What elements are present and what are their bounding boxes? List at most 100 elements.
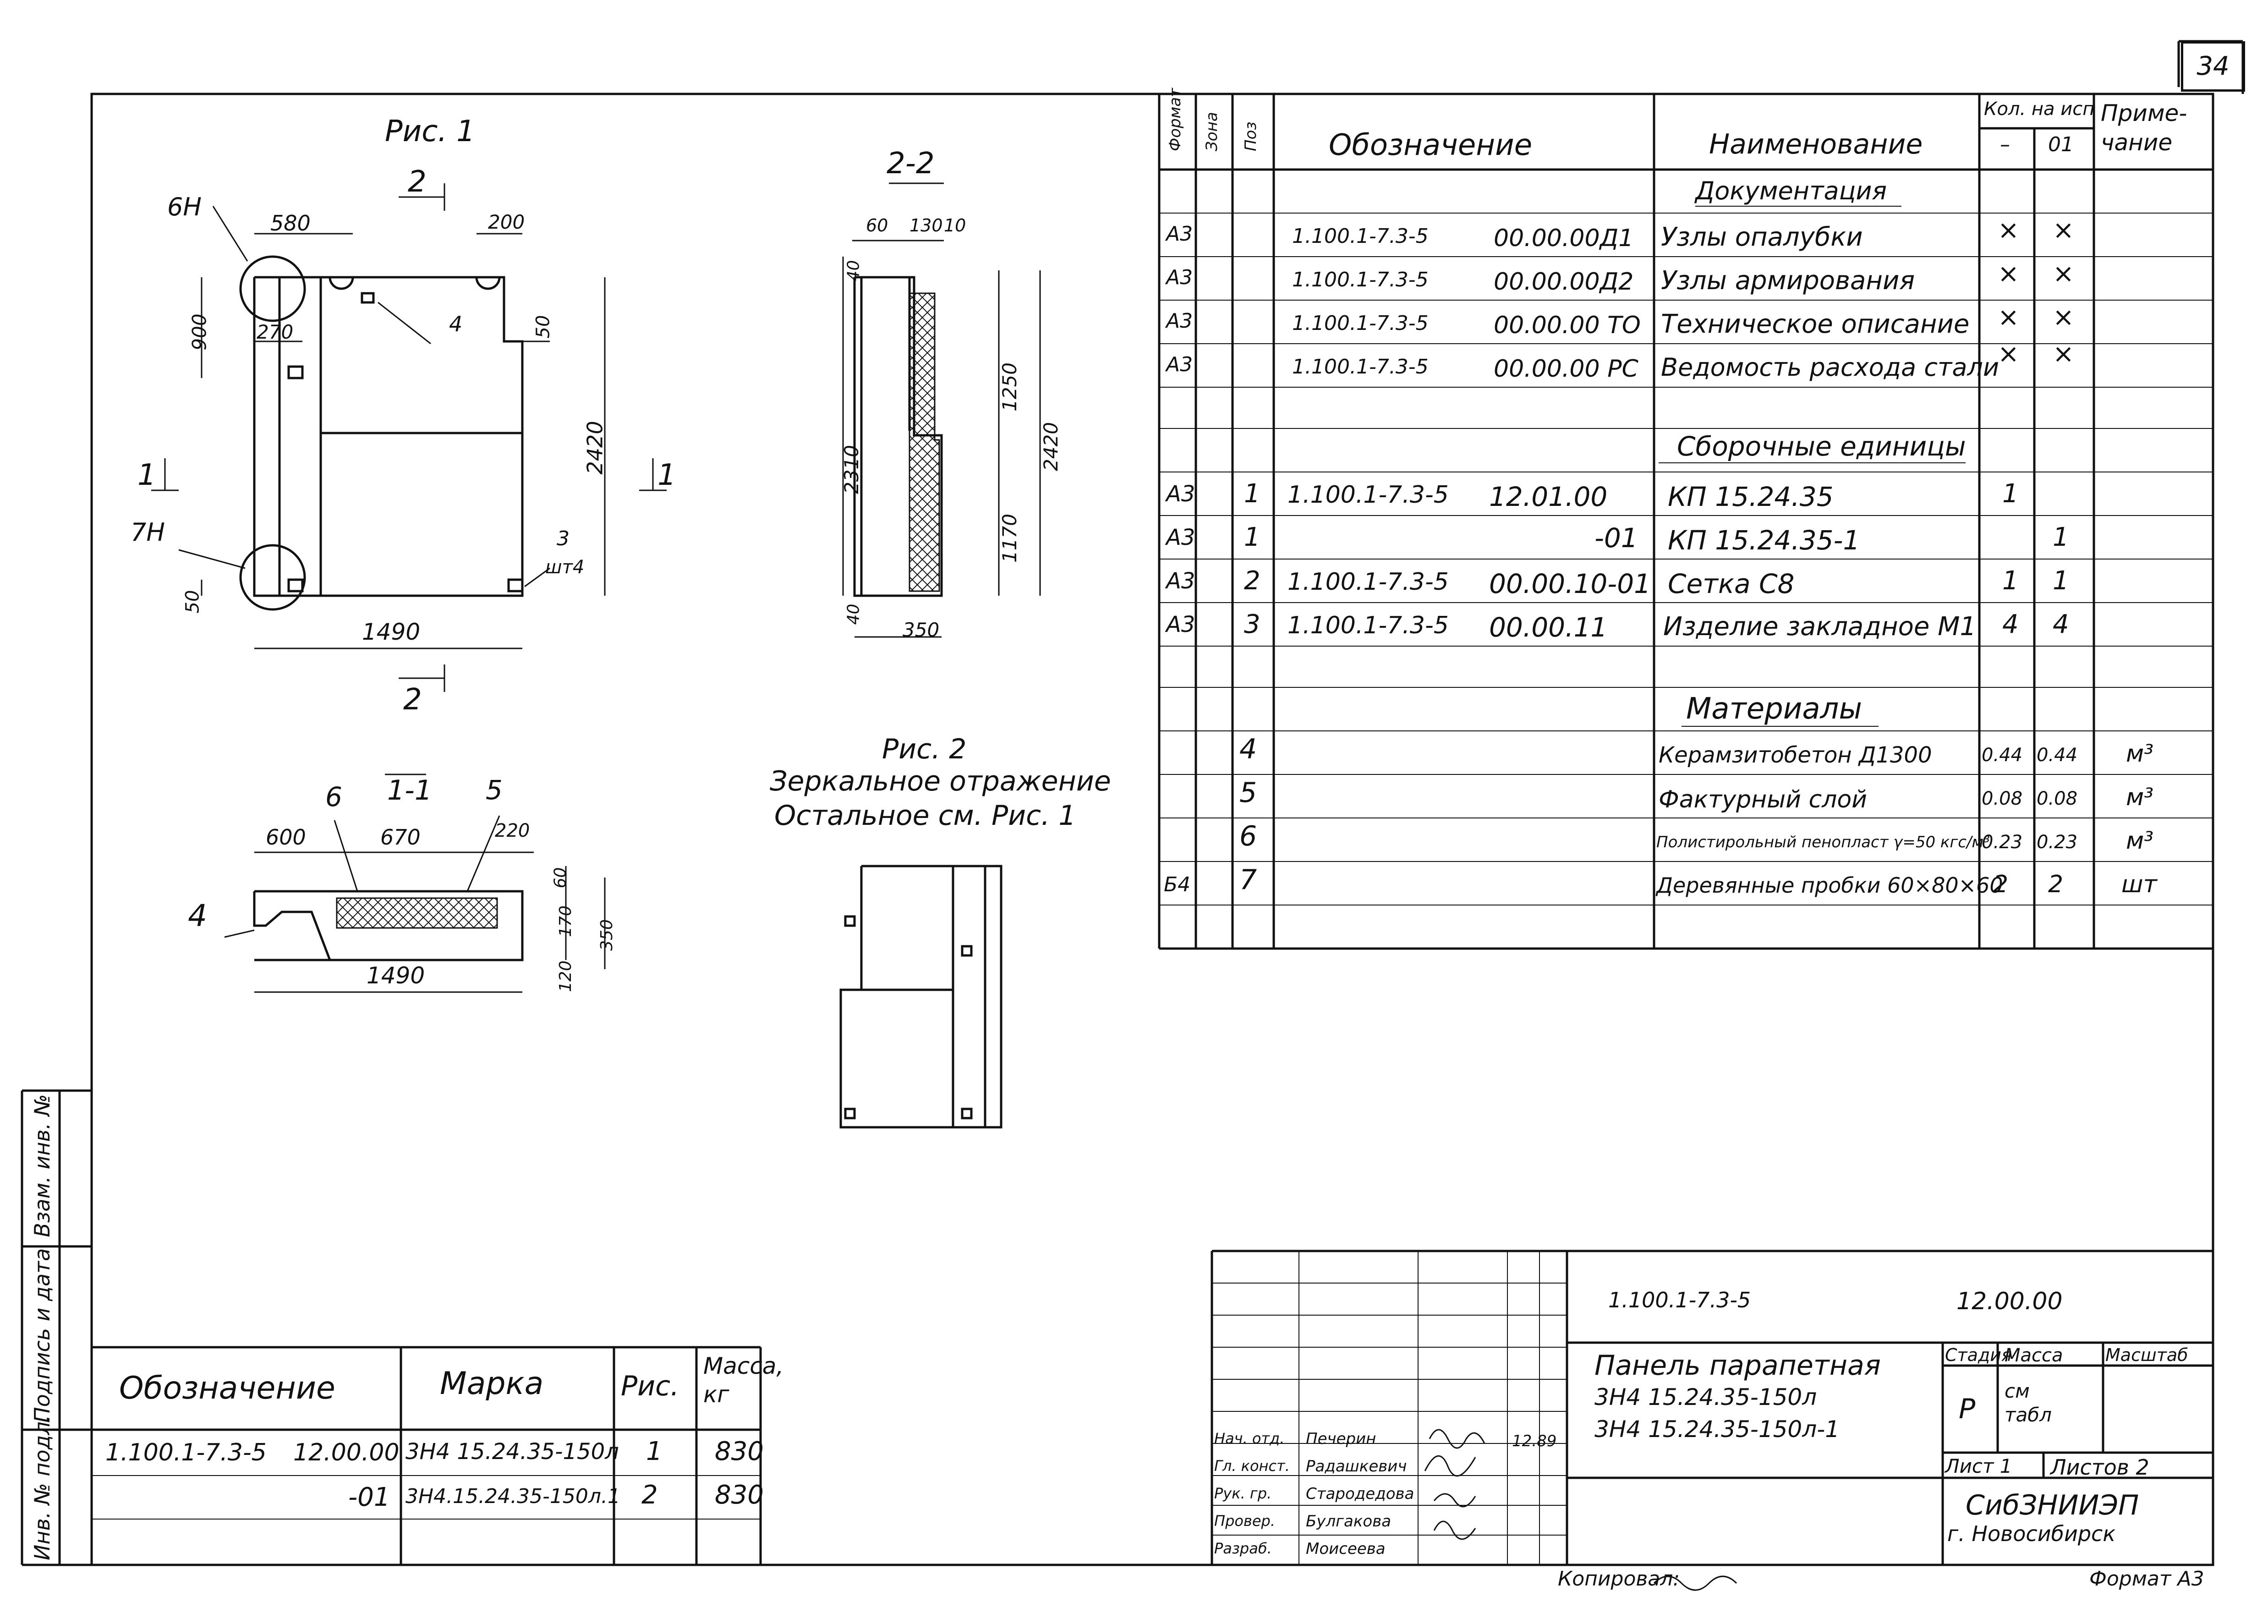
dim-label: 1490 [362,619,421,645]
cell-q2: 1 [2053,522,2069,552]
cell-q2: × [2053,215,2074,245]
title-org: СибЗНИИЭП [1966,1489,2139,1521]
dim-label: 60 [866,215,888,236]
role-name: Радашкевич [1306,1457,1407,1476]
dim-label: 350 [903,619,940,641]
cell-note: м³ [2126,784,2154,811]
cell-q2: 4 [2053,609,2069,639]
cell-q1: × [1998,302,2019,332]
cell-des1: 1.100.1-7.3-5 [1287,568,1449,596]
role-name: Булгакова [1306,1512,1391,1531]
dim-label: 670 [380,825,421,850]
cell-name: КП 15.24.35 [1668,481,1834,512]
dim-label: 60 [551,867,570,889]
cell-des1: 1.100.1-7.3-5 [1292,312,1429,335]
cell-des1: 1.100.1-7.3-5 [1292,225,1429,248]
spec-header-qty: Кол. на исп [1984,99,2095,120]
marks-header-fig: Рис. [621,1370,679,1402]
copied-label: Копировал: [1558,1567,1680,1591]
cell-format: А3 [1166,481,1195,507]
cell-q2: 0.23 [2037,832,2078,853]
cell-q1: 1 [2002,566,2019,596]
title-stage: Р [1959,1393,1976,1425]
section-2-2-insulation [909,292,940,592]
cell-name: Керамзитобетон Д1300 [1659,742,1932,768]
cell-name: Полистирольный пенопласт γ=50 кгс/м³ [1656,833,1990,851]
title-line-2: 3Н4 15.24.35-150л [1594,1384,1817,1410]
cell-mark: 3Н4.15.24.35-150л.1 [405,1485,620,1508]
section-1-1-outline [253,890,524,961]
cell-name: Фактурный слой [1659,786,1867,813]
cell-q1: × [1998,215,2019,245]
spec-section-assemblies: Сборочные единицы [1677,431,1966,462]
dim-label: 50 [182,590,203,614]
spec-header-note: Приме-чание [2101,100,2187,156]
cell-q2: 1 [2053,566,2069,596]
dim-label: 40 [844,604,863,625]
cell-pos: 7 [1239,864,1257,896]
title-code: 1.100.1-7.3-5 [1608,1288,1751,1312]
dim-label: 1490 [367,962,425,989]
cell-des2: 00.00.00Д2 [1494,268,1634,296]
cell-fig: 2 [641,1480,658,1510]
role-name: Моисеева [1306,1540,1386,1558]
dim-label: 200 [488,211,525,233]
pos-label: 6 [325,781,342,812]
fig2-caption-1: Зеркальное отражение [770,765,1111,797]
dim-label: 2420 [582,421,608,475]
margin-podpis: Подпись и дата [30,1248,55,1423]
cut-1-left: 1 [137,458,156,492]
cell-note: м³ [2126,740,2154,768]
cell-des1: 1.100.1-7.3-5 [1292,268,1429,291]
role-name: Печерин [1306,1430,1376,1448]
marks-header-mass: Масса, кг [703,1353,784,1408]
cell-q1: × [1998,259,2019,289]
spec-header-name: Наименование [1709,128,1923,160]
fig2-title: Рис. 2 [882,733,967,765]
role-name: Стародедова [1306,1485,1414,1503]
cell-name: Изделие закладное М1 [1663,612,1977,642]
format-label: Формат А3 [2089,1567,2204,1591]
section-1-1-title: 1-1 [387,774,432,807]
spec-section-materials: Материалы [1686,692,1862,726]
cell-q1: 0.08 [1982,788,2023,809]
dim-label: 10 [944,215,966,236]
cell-q2: 2 [2048,871,2064,898]
title-mass: см табл [2005,1380,2052,1426]
cell-q1: 0.44 [1982,745,2023,766]
cell-des1: 1.100.1-7.3-5 [1292,355,1429,379]
node-6h: 6Н [167,192,202,221]
role-label: Нач. отд. [1214,1430,1285,1447]
cell-des2: 00.00.00 ТО [1494,312,1641,339]
cell-pos: 1 [1244,522,1260,552]
cell-format: А3 [1166,266,1193,289]
cell-name: Узлы армирования [1661,266,1915,296]
cell-note: м³ [2126,827,2154,855]
dim-label: 600 [266,825,306,850]
spec-header-qty-dash: – [2000,133,2010,156]
cell-name: КП 15.24.35-1 [1668,525,1860,556]
title-stage-label: Стадия [1945,1345,2012,1365]
cell-q2: 0.08 [2037,788,2078,809]
title-mass-label: Масса [2005,1345,2063,1366]
cell-q2: × [2053,259,2074,289]
cell-q1: 1 [2002,479,2019,509]
cell-des2: -01 [1594,522,1638,554]
title-scale-label: Масштаб [2105,1345,2188,1365]
title-sheet: Лист 1 [1945,1455,2012,1477]
cell-q2: × [2053,339,2074,369]
cell-q1: 4 [2002,609,2019,639]
cell-format: А3 [1166,612,1195,637]
cell-q2: × [2053,302,2074,332]
role-label: Рук. гр. [1214,1485,1272,1502]
cell-des1: 1.100.1-7.3-5 [1287,612,1449,639]
dim-label: 50 [532,315,554,339]
cell-des2: 00.00.10-01 [1489,568,1651,599]
spec-header-zone: Зона [1203,112,1221,151]
cell-des2: 12.00.00 [293,1439,400,1466]
cell-des2: 12.01.00 [1489,481,1608,512]
title-line-1: Панель парапетная [1594,1350,1881,1382]
cell-des1: 1.100.1-7.3-5 [105,1439,267,1466]
cell-q1: × [1998,339,2019,369]
